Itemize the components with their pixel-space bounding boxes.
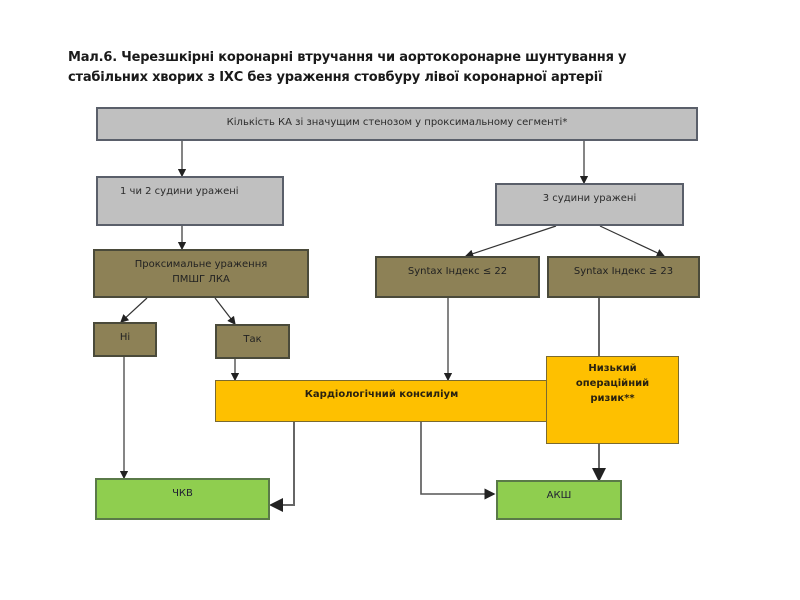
node-syntax-low: Syntax Індекс ≤ 22 xyxy=(375,256,540,298)
node-cabg: АКШ xyxy=(496,480,622,520)
node-cabg-label: АКШ xyxy=(546,490,572,501)
node-one-two-label: 1 чи 2 судини уражені xyxy=(120,186,239,197)
node-yes-label: Так xyxy=(243,334,262,345)
node-yes: Так xyxy=(215,324,290,359)
node-low-operative-risk: Низький операційний ризик** xyxy=(546,356,679,444)
figure-title-line-1: Мал.6. Черезшкірні коронарні втручання ч… xyxy=(68,50,627,65)
node-one-two-vessels: 1 чи 2 судини уражені xyxy=(96,176,284,226)
figure-title: Мал.6. Черезшкірні коронарні втручання ч… xyxy=(68,48,728,88)
edge-consilium-to-pci xyxy=(269,422,295,512)
edge-consilium-to-cabg xyxy=(420,422,496,500)
node-no: Ні xyxy=(93,322,157,357)
edge-proximal-to-yes xyxy=(214,297,236,325)
node-root: Кількість КА зі значущим стенозом у прок… xyxy=(96,107,698,141)
node-root-label: Кількість КА зі значущим стенозом у прок… xyxy=(226,117,568,128)
edge-three-to-syntax-high xyxy=(599,225,666,257)
edge-three-to-syntax-low xyxy=(464,225,557,258)
node-syntax-high-label: Syntax Індекс ≥ 23 xyxy=(573,266,674,277)
node-three-vessels: 3 судини уражені xyxy=(495,183,684,226)
node-cardiology-consilium: Кардіологічний консиліум xyxy=(215,380,548,422)
node-pci: ЧКВ xyxy=(95,478,270,520)
node-low-risk-label-2: операційний xyxy=(575,378,650,389)
node-syntax-high: Syntax Індекс ≥ 23 xyxy=(547,256,700,298)
node-proximal-label-2: ПМШГ ЛКА xyxy=(172,274,230,285)
node-syntax-low-label: Syntax Індекс ≤ 22 xyxy=(407,266,508,277)
figure-title-line-2: стабільних хворих з ІХС без ураження сто… xyxy=(68,70,603,85)
node-pci-label: ЧКВ xyxy=(172,488,193,499)
node-low-risk-label-3: ризик** xyxy=(590,393,635,404)
edge-proximal-to-no xyxy=(120,297,148,323)
node-no-label: Ні xyxy=(119,332,131,343)
node-proximal-label-1: Проксимальне ураження xyxy=(134,259,268,270)
node-consilium-label: Кардіологічний консиліум xyxy=(304,389,459,400)
node-three-label: 3 судини уражені xyxy=(542,193,637,204)
node-proximal-lad: Проксимальне ураження ПМШГ ЛКА xyxy=(93,249,309,298)
node-low-risk-label-1: Низький xyxy=(588,363,637,374)
